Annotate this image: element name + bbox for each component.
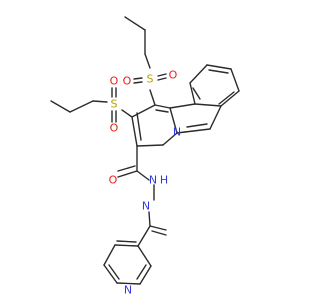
nitrogen-atom-label: N bbox=[124, 284, 132, 297]
nitrogen-atom-label: N bbox=[149, 174, 157, 187]
bond bbox=[169, 107, 178, 134]
bond bbox=[157, 73, 167, 77]
oxygen-atom-label: O bbox=[169, 69, 178, 82]
molecule-structure: S O O S O O N O N H N N bbox=[50, 16, 240, 297]
bond bbox=[117, 165, 136, 172]
bond bbox=[136, 112, 142, 141]
oxygen-atom-label: O bbox=[110, 122, 119, 135]
bond bbox=[149, 89, 156, 106]
bond bbox=[136, 264, 147, 280]
bond bbox=[157, 77, 167, 81]
bond bbox=[149, 225, 167, 231]
bond bbox=[184, 128, 211, 133]
oxygen-atom-label: O bbox=[109, 174, 118, 187]
bond bbox=[144, 53, 151, 69]
bond bbox=[136, 170, 150, 181]
bond bbox=[186, 123, 208, 128]
bond bbox=[131, 116, 138, 147]
molecule-canvas: S O O S O O N O N H N N bbox=[50, 16, 240, 297]
bond bbox=[162, 132, 178, 146]
bond bbox=[124, 16, 146, 31]
bond bbox=[192, 87, 201, 100]
bond bbox=[151, 230, 167, 236]
bond bbox=[117, 170, 138, 178]
bond bbox=[108, 264, 120, 280]
atom-label-layer: S O O S O O N O N H N N bbox=[109, 69, 181, 297]
oxygen-atom-label: O bbox=[110, 75, 119, 88]
sulfur-atom-label: S bbox=[147, 73, 154, 86]
bond bbox=[148, 211, 151, 227]
bond bbox=[209, 105, 222, 130]
bond bbox=[230, 68, 240, 92]
bond bbox=[116, 240, 137, 243]
bond-layer bbox=[50, 16, 240, 285]
nitrogen-atom-label: N bbox=[173, 126, 181, 139]
bond bbox=[155, 109, 169, 113]
sulfur-atom-label: S bbox=[111, 98, 118, 111]
oxygen-atom-label: O bbox=[123, 75, 132, 88]
bond bbox=[103, 264, 118, 284]
bond bbox=[139, 265, 152, 285]
nitrogen-atom-label: N bbox=[142, 200, 150, 213]
bond bbox=[154, 104, 171, 109]
bond bbox=[92, 100, 108, 103]
bond bbox=[206, 64, 232, 70]
bond bbox=[103, 244, 116, 266]
bond bbox=[169, 103, 196, 109]
bond bbox=[133, 81, 143, 84]
bond bbox=[137, 245, 152, 267]
bond bbox=[176, 131, 186, 134]
hydrogen-atom-label: H bbox=[160, 174, 168, 187]
bond bbox=[220, 90, 240, 107]
bond bbox=[136, 144, 164, 147]
bond bbox=[137, 225, 151, 247]
bond bbox=[121, 109, 133, 118]
bond bbox=[208, 69, 229, 74]
bond bbox=[114, 244, 139, 247]
bond bbox=[50, 100, 71, 113]
bond bbox=[189, 82, 196, 105]
bond bbox=[133, 77, 143, 80]
bond bbox=[194, 103, 222, 107]
bond bbox=[116, 282, 141, 285]
bond bbox=[218, 91, 235, 105]
bond bbox=[131, 104, 156, 118]
bond bbox=[189, 64, 208, 84]
bond bbox=[69, 100, 94, 113]
